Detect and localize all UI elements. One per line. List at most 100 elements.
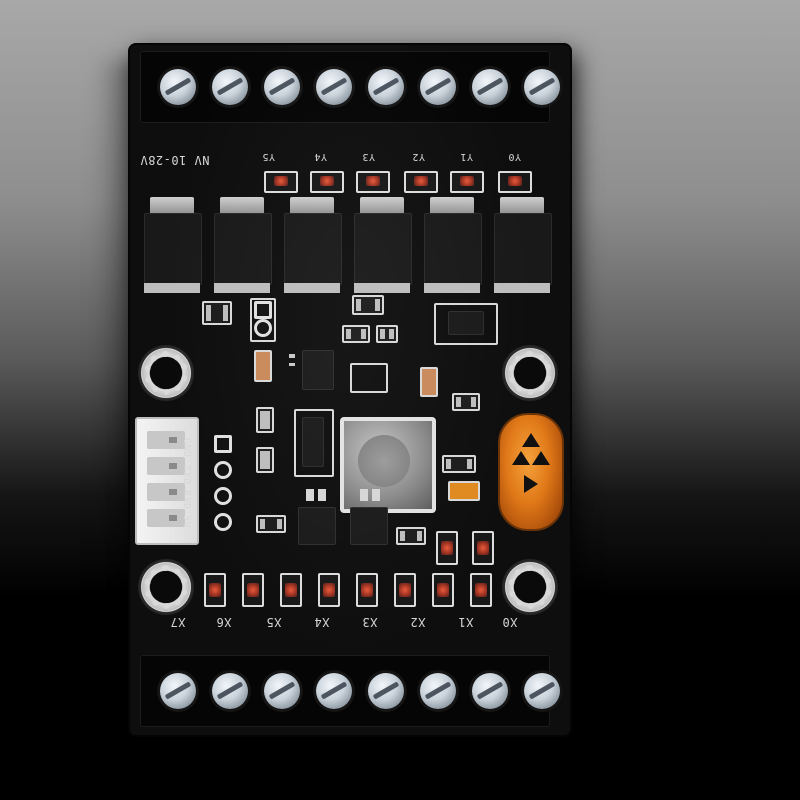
smd-diode bbox=[448, 311, 484, 335]
output-transistor bbox=[144, 197, 202, 293]
terminal-screw bbox=[160, 69, 196, 105]
serial-label: TXD bbox=[181, 465, 192, 485]
output-label: Y4 bbox=[314, 151, 328, 162]
fuse-mark bbox=[522, 433, 540, 447]
terminal-screw bbox=[420, 673, 456, 709]
input-led bbox=[394, 573, 416, 607]
fuse-mark bbox=[532, 451, 550, 465]
smd-resistor bbox=[396, 527, 426, 545]
smd-resistor bbox=[256, 447, 274, 473]
plc-circuit-board: NV 10-28V Y5 Y4 Y3 Y2 Y1 Y0 bbox=[130, 45, 570, 735]
terminal-screw bbox=[368, 673, 404, 709]
input-label: X2 bbox=[410, 615, 426, 629]
output-led bbox=[310, 171, 344, 193]
input-led bbox=[204, 573, 226, 607]
mounting-hole bbox=[502, 345, 558, 401]
terminal-screw bbox=[472, 69, 508, 105]
connector-slot bbox=[147, 431, 185, 449]
voltage-silkscreen: NV 10-28V bbox=[140, 153, 210, 167]
header-pin bbox=[214, 487, 232, 505]
diode-outline bbox=[294, 409, 334, 477]
smd-ic bbox=[302, 350, 334, 390]
fuse-mark bbox=[512, 451, 530, 465]
header-pin bbox=[214, 435, 232, 453]
terminal-screw bbox=[368, 69, 404, 105]
input-led bbox=[470, 573, 492, 607]
mounting-hole bbox=[138, 345, 194, 401]
input-led bbox=[356, 573, 378, 607]
output-label: Y2 bbox=[412, 151, 426, 162]
output-transistor bbox=[354, 197, 412, 293]
terminal-screw bbox=[524, 69, 560, 105]
serial-label: RXD bbox=[181, 490, 192, 510]
output-transistor bbox=[214, 197, 272, 293]
output-led bbox=[356, 171, 390, 193]
smd-resistor bbox=[202, 301, 232, 325]
fuse-mark bbox=[524, 475, 538, 493]
power-inductor bbox=[340, 417, 436, 513]
mounting-hole bbox=[502, 559, 558, 615]
output-label: Y5 bbox=[262, 151, 276, 162]
smd-resistor bbox=[376, 325, 398, 343]
smd-resistor bbox=[256, 407, 274, 433]
chip-pad bbox=[360, 489, 368, 501]
input-led bbox=[318, 573, 340, 607]
input-label: X0 bbox=[502, 615, 518, 629]
status-led bbox=[472, 531, 494, 565]
output-transistor bbox=[284, 197, 342, 293]
input-optocoupler bbox=[350, 507, 388, 545]
serial-connector bbox=[135, 417, 199, 545]
status-led bbox=[436, 531, 458, 565]
chip-pad bbox=[306, 489, 314, 501]
input-label: X7 bbox=[170, 615, 186, 629]
smd-resistor bbox=[352, 295, 384, 315]
jumper-pin bbox=[254, 319, 272, 337]
tantalum-capacitor bbox=[254, 350, 272, 382]
output-led bbox=[404, 171, 438, 193]
chip-pad bbox=[372, 489, 380, 501]
terminal-screw bbox=[316, 673, 352, 709]
header-pin bbox=[214, 461, 232, 479]
terminal-screw bbox=[316, 69, 352, 105]
output-led bbox=[450, 171, 484, 193]
connector-slot bbox=[147, 509, 185, 527]
tantalum-capacitor bbox=[420, 367, 438, 397]
terminal-screw bbox=[160, 673, 196, 709]
output-led bbox=[264, 171, 298, 193]
chip-pad bbox=[318, 489, 326, 501]
bottom-terminal-block bbox=[140, 655, 560, 727]
output-transistor bbox=[424, 197, 482, 293]
mounting-hole bbox=[138, 559, 194, 615]
input-label: X3 bbox=[362, 615, 378, 629]
power-diode bbox=[302, 417, 324, 467]
terminal-screw bbox=[420, 69, 456, 105]
top-terminal-block bbox=[140, 51, 560, 123]
input-label: X1 bbox=[458, 615, 474, 629]
connector-slot bbox=[147, 457, 185, 475]
input-led bbox=[432, 573, 454, 607]
output-label: Y3 bbox=[362, 151, 376, 162]
terminal-screw bbox=[264, 673, 300, 709]
terminal-screw bbox=[524, 673, 560, 709]
ic-pins bbox=[289, 354, 295, 366]
smd-diode-outline bbox=[434, 303, 498, 345]
tantalum-capacitor bbox=[448, 481, 480, 501]
terminal-screw bbox=[212, 69, 248, 105]
resettable-fuse bbox=[498, 413, 564, 531]
terminal-screw bbox=[212, 673, 248, 709]
terminal-screw bbox=[264, 69, 300, 105]
output-label: Y0 bbox=[508, 151, 522, 162]
input-label: X5 bbox=[266, 615, 282, 629]
output-label: Y1 bbox=[460, 151, 474, 162]
input-label: X6 bbox=[216, 615, 232, 629]
input-led bbox=[280, 573, 302, 607]
jumper-outline bbox=[250, 298, 276, 342]
terminal-screw bbox=[472, 673, 508, 709]
serial-label: 5V bbox=[181, 515, 192, 529]
output-led bbox=[498, 171, 532, 193]
input-label: X4 bbox=[314, 615, 330, 629]
input-led bbox=[242, 573, 264, 607]
connector-slot bbox=[147, 483, 185, 501]
input-optocoupler bbox=[298, 507, 336, 545]
smd-resistor bbox=[342, 325, 370, 343]
